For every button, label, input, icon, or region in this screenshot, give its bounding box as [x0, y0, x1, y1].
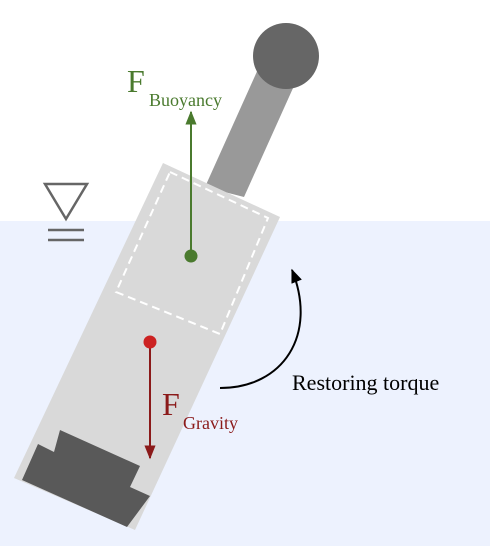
mast-ball	[253, 23, 319, 89]
restoring-torque-label: Restoring torque	[292, 370, 439, 395]
ballast-block	[22, 430, 150, 527]
gravity-label: F Gravity	[162, 386, 238, 433]
mast-rod	[205, 67, 298, 197]
center-of-gravity-dot	[143, 335, 157, 349]
displaced-volume-outline	[114, 170, 270, 336]
buoyancy-label: F Buoyancy	[127, 63, 222, 110]
center-of-buoyancy-dot	[184, 249, 198, 263]
restoring-torque-arrow	[219, 268, 302, 389]
water-level-icon	[42, 182, 90, 242]
